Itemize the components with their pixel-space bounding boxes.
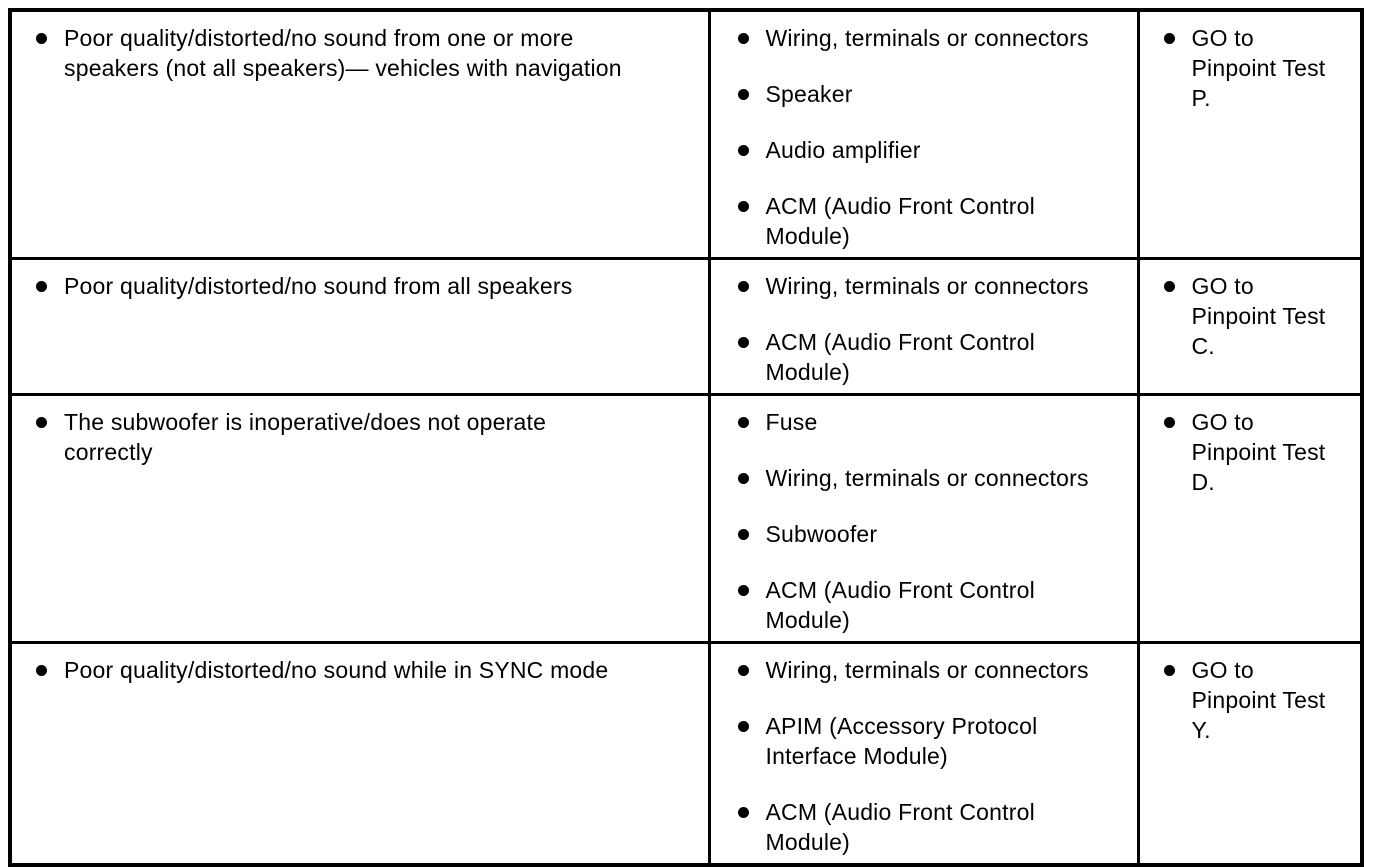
source-text: ACM (Audio Front Control Module) bbox=[765, 799, 1035, 855]
action-item: GO to Pinpoint Test P. bbox=[1163, 23, 1336, 113]
symptom-item: The subwoofer is inoperative/does not op… bbox=[36, 407, 634, 467]
source-item: ACM (Audio Front Control Module) bbox=[737, 327, 1116, 387]
bullet-icon bbox=[737, 665, 749, 676]
sources-cell: Fuse Wiring, terminals or connectors Sub… bbox=[707, 393, 1140, 644]
sources-cell: Wiring, terminals or connectors APIM (Ac… bbox=[707, 641, 1140, 867]
source-text: Fuse bbox=[765, 409, 818, 435]
table-row: Poor quality/distorted/no sound from one… bbox=[8, 8, 1364, 260]
action-cell: GO to Pinpoint Test C. bbox=[1136, 257, 1364, 396]
source-item: ACM (Audio Front Control Module) bbox=[737, 575, 1116, 635]
source-text: Wiring, terminals or connectors bbox=[765, 273, 1089, 299]
symptom-item: Poor quality/distorted/no sound from one… bbox=[36, 23, 634, 83]
symptom-text: Poor quality/distorted/no sound while in… bbox=[64, 657, 609, 683]
sources-cell: Wiring, terminals or connectors ACM (Aud… bbox=[707, 257, 1140, 396]
bullet-icon bbox=[737, 585, 749, 596]
bullet-icon bbox=[737, 89, 749, 100]
source-text: Wiring, terminals or connectors bbox=[765, 657, 1089, 683]
bullet-icon bbox=[36, 281, 47, 292]
source-item: Subwoofer bbox=[737, 519, 1116, 549]
bullet-icon bbox=[1163, 665, 1175, 676]
source-item: Audio amplifier bbox=[737, 135, 1116, 165]
action-cell: GO to Pinpoint Test D. bbox=[1136, 393, 1364, 644]
source-text: Wiring, terminals or connectors bbox=[765, 465, 1089, 491]
action-text: GO to Pinpoint Test C. bbox=[1191, 273, 1326, 359]
source-text: ACM (Audio Front Control Module) bbox=[765, 329, 1035, 385]
source-item: Wiring, terminals or connectors bbox=[737, 23, 1116, 53]
source-text: ACM (Audio Front Control Module) bbox=[765, 577, 1035, 633]
table-row: Poor quality/distorted/no sound from all… bbox=[8, 257, 1364, 396]
action-cell: GO to Pinpoint Test P. bbox=[1136, 8, 1364, 260]
bullet-icon bbox=[737, 417, 749, 428]
source-text: ACM (Audio Front Control Module) bbox=[765, 193, 1035, 249]
bullet-icon bbox=[36, 417, 47, 428]
source-item: Wiring, terminals or connectors bbox=[737, 655, 1116, 685]
bullet-icon bbox=[737, 337, 749, 348]
bullet-icon bbox=[737, 145, 749, 156]
table-row: The subwoofer is inoperative/does not op… bbox=[8, 393, 1364, 644]
bullet-icon bbox=[737, 807, 749, 818]
diagnostic-table-body: Poor quality/distorted/no sound from one… bbox=[8, 8, 1364, 867]
action-text: GO to Pinpoint Test D. bbox=[1191, 409, 1326, 495]
action-item: GO to Pinpoint Test Y. bbox=[1163, 655, 1336, 745]
symptom-text: Poor quality/distorted/no sound from one… bbox=[64, 25, 622, 81]
source-item: Fuse bbox=[737, 407, 1116, 437]
source-item: ACM (Audio Front Control Module) bbox=[737, 797, 1116, 857]
symptom-text: The subwoofer is inoperative/does not op… bbox=[64, 409, 547, 465]
bullet-icon bbox=[1163, 33, 1175, 44]
table-row: Poor quality/distorted/no sound while in… bbox=[8, 641, 1364, 867]
source-item: Wiring, terminals or connectors bbox=[737, 271, 1116, 301]
source-text: Speaker bbox=[765, 81, 853, 107]
bullet-icon bbox=[737, 281, 749, 292]
source-text: Subwoofer bbox=[765, 521, 878, 547]
symptom-text: Poor quality/distorted/no sound from all… bbox=[64, 273, 573, 299]
bullet-icon bbox=[36, 665, 47, 676]
bullet-icon bbox=[737, 201, 749, 212]
bullet-icon bbox=[737, 473, 749, 484]
bullet-icon bbox=[737, 33, 749, 44]
symptom-item: Poor quality/distorted/no sound from all… bbox=[36, 271, 634, 301]
source-item: Speaker bbox=[737, 79, 1116, 109]
symptom-cell: Poor quality/distorted/no sound while in… bbox=[8, 641, 711, 867]
source-text: APIM (Accessory Protocol Interface Modul… bbox=[765, 713, 1038, 769]
bullet-icon bbox=[1163, 417, 1175, 428]
diagnostic-table: Poor quality/distorted/no sound from one… bbox=[8, 8, 1364, 867]
bullet-icon bbox=[737, 721, 749, 732]
source-item: ACM (Audio Front Control Module) bbox=[737, 191, 1116, 251]
symptom-cell: Poor quality/distorted/no sound from all… bbox=[8, 257, 711, 396]
symptom-cell: Poor quality/distorted/no sound from one… bbox=[8, 8, 711, 260]
bullet-icon bbox=[1163, 281, 1175, 292]
sources-cell: Wiring, terminals or connectors Speaker … bbox=[707, 8, 1140, 260]
action-item: GO to Pinpoint Test D. bbox=[1163, 407, 1336, 497]
source-item: Wiring, terminals or connectors bbox=[737, 463, 1116, 493]
source-text: Wiring, terminals or connectors bbox=[765, 25, 1089, 51]
action-text: GO to Pinpoint Test P. bbox=[1191, 25, 1326, 111]
bullet-icon bbox=[737, 529, 749, 540]
action-text: GO to Pinpoint Test Y. bbox=[1191, 657, 1326, 743]
symptom-item: Poor quality/distorted/no sound while in… bbox=[36, 655, 634, 685]
source-item: APIM (Accessory Protocol Interface Modul… bbox=[737, 711, 1116, 771]
action-item: GO to Pinpoint Test C. bbox=[1163, 271, 1336, 361]
bullet-icon bbox=[36, 33, 47, 44]
source-text: Audio amplifier bbox=[765, 137, 921, 163]
action-cell: GO to Pinpoint Test Y. bbox=[1136, 641, 1364, 867]
symptom-cell: The subwoofer is inoperative/does not op… bbox=[8, 393, 711, 644]
